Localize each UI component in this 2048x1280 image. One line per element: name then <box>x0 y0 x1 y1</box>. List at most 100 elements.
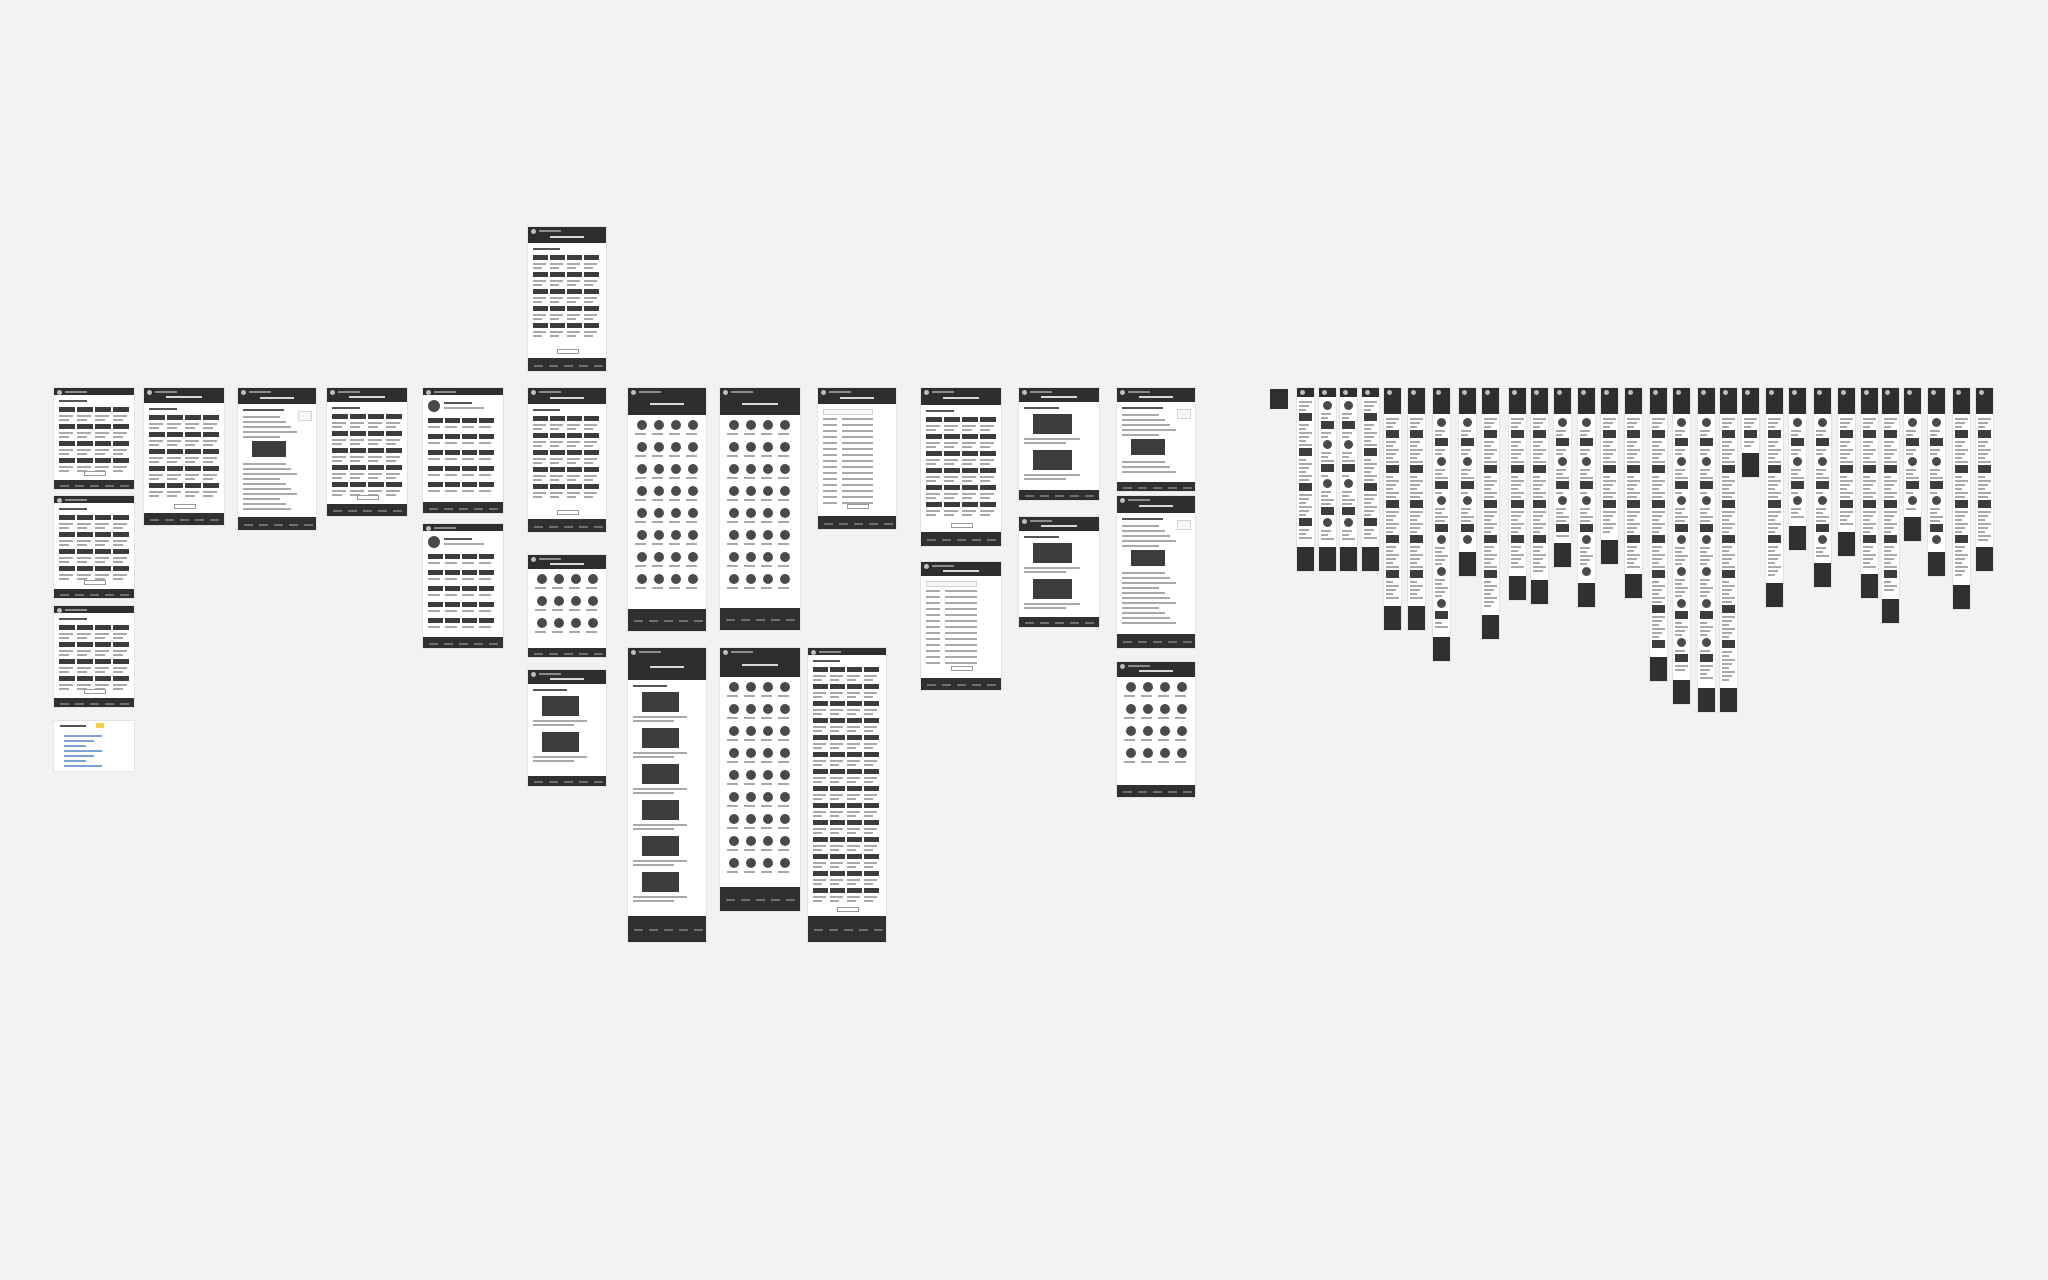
board-header <box>528 227 606 243</box>
grid-meta <box>386 443 396 445</box>
artboard-10[interactable] <box>528 227 606 371</box>
article-line <box>1122 592 1165 594</box>
mobile-screen[interactable] <box>1408 388 1425 630</box>
mobile-text-line <box>1556 477 1569 479</box>
person-name <box>744 565 755 567</box>
mobile-screen[interactable] <box>1789 388 1806 550</box>
logo-icon <box>1745 390 1750 395</box>
artboard-18[interactable] <box>720 648 800 911</box>
artboard-15[interactable] <box>720 388 800 630</box>
mobile-screen[interactable] <box>1766 388 1783 607</box>
artboard-5[interactable] <box>144 388 224 525</box>
mobile-screen[interactable] <box>1928 388 1945 576</box>
artboard-26[interactable] <box>1117 662 1195 797</box>
mobile-screen[interactable] <box>1838 388 1855 556</box>
grid-title <box>332 490 346 492</box>
mobile-screen[interactable] <box>1297 388 1314 571</box>
mobile-text-line <box>1675 516 1688 518</box>
mobile-screen[interactable] <box>1578 388 1595 607</box>
grid-title <box>864 896 877 898</box>
mobile-screen[interactable] <box>1509 388 1526 600</box>
grid-title <box>944 493 958 495</box>
mobile-screen[interactable] <box>1459 388 1476 576</box>
mobile-screen[interactable] <box>1698 388 1715 712</box>
mobile-text-line <box>1722 616 1735 618</box>
mobile-screen[interactable] <box>1531 388 1548 604</box>
grid-thumbnail <box>350 414 366 419</box>
mobile-text-line <box>1556 520 1566 522</box>
mobile-footer <box>1650 657 1667 681</box>
mobile-text-line <box>1675 555 1688 557</box>
artboard-12[interactable] <box>528 555 606 657</box>
mobile-screen[interactable] <box>1625 388 1642 598</box>
mobile-screen[interactable] <box>1742 388 1759 477</box>
mobile-screen[interactable] <box>1882 388 1899 623</box>
mobile-screen[interactable] <box>1953 388 1970 609</box>
mobile-avatar <box>1343 479 1353 488</box>
artboard-24[interactable] <box>1117 388 1195 491</box>
mobile-thumbnail <box>1533 430 1546 438</box>
footer-link <box>60 703 69 705</box>
artboard-19[interactable] <box>808 648 886 942</box>
mobile-screen[interactable] <box>1720 388 1737 712</box>
mobile-text-line <box>1603 426 1610 428</box>
grid-title <box>77 574 91 576</box>
artboard-14[interactable] <box>628 388 706 631</box>
artboard-25[interactable] <box>1117 496 1195 648</box>
grid-title <box>830 862 843 864</box>
artboard-6[interactable] <box>238 388 316 530</box>
artboard-3[interactable] <box>54 606 134 707</box>
mobile-screen[interactable] <box>1650 388 1667 681</box>
mobile-screen[interactable] <box>1976 388 1993 571</box>
artboard-13[interactable] <box>528 670 606 786</box>
artboard-4[interactable] <box>54 721 134 771</box>
grid-title <box>59 557 73 559</box>
artboard-11[interactable] <box>528 388 606 532</box>
mobile-text-line <box>1978 418 1991 420</box>
mobile-screen[interactable] <box>1384 388 1401 630</box>
mobile-screen[interactable] <box>1482 388 1499 639</box>
mobile-screen[interactable] <box>1340 388 1357 571</box>
footer-link <box>579 653 588 655</box>
artboard-16[interactable] <box>818 388 896 529</box>
artboard-1[interactable] <box>54 388 134 489</box>
mobile-text-line <box>1700 583 1707 585</box>
artboard-2[interactable] <box>54 496 134 598</box>
mobile-screen[interactable] <box>1904 388 1921 541</box>
mobile-text-line <box>1652 597 1665 599</box>
artboard-7[interactable] <box>327 388 407 516</box>
mobile-screen[interactable] <box>1601 388 1618 564</box>
grid-thumbnail <box>59 659 75 664</box>
mobile-screen[interactable] <box>1554 388 1571 567</box>
mobile-screen[interactable] <box>1673 388 1690 704</box>
artboard-9[interactable] <box>423 524 503 648</box>
artboard-23[interactable] <box>1019 517 1099 627</box>
mobile-text-line <box>1722 554 1735 556</box>
grid-title <box>203 491 217 493</box>
mobile-screen[interactable] <box>1861 388 1878 598</box>
artboard-8[interactable] <box>423 388 503 513</box>
mobile-text-line <box>1722 488 1729 490</box>
mobile-thumbnail <box>1930 524 1943 532</box>
mobile-text-line <box>1386 589 1396 591</box>
mobile-text-line <box>1722 527 1732 529</box>
nav-menu <box>65 609 87 611</box>
artboard-22[interactable] <box>1019 388 1099 500</box>
artboard-20[interactable] <box>921 388 1001 546</box>
artboard-17[interactable] <box>628 648 706 942</box>
artboard-21[interactable] <box>921 562 1001 690</box>
mobile-screen[interactable] <box>1319 388 1336 571</box>
grid-meta <box>926 446 936 448</box>
mobile-screen[interactable] <box>1814 388 1831 587</box>
mobile-text-line <box>1884 496 1894 498</box>
mobile-screen[interactable] <box>1362 388 1379 571</box>
person-name <box>761 433 772 435</box>
mobile-text-line <box>1675 669 1685 671</box>
card-image <box>428 418 443 423</box>
grid-thumbnail <box>864 854 879 859</box>
mobile-text-line <box>1884 519 1891 521</box>
mobile-screen[interactable] <box>1433 388 1450 661</box>
mobile-text-line <box>1722 461 1735 463</box>
footer-link <box>927 539 936 541</box>
